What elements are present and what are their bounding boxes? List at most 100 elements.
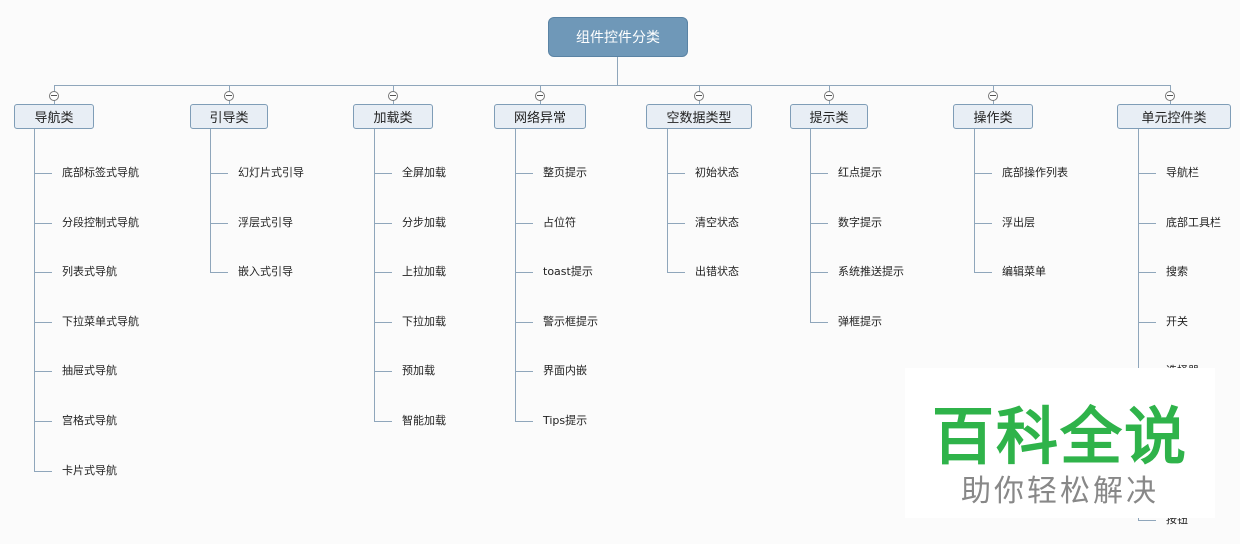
watermark-title: 百科全说: [931, 400, 1188, 473]
leaf-item[interactable]: 占位符: [543, 216, 576, 229]
leaf-item[interactable]: 分步加载: [402, 216, 446, 229]
leaf-branch-line: [974, 173, 992, 174]
leaf-branch-line: [1138, 520, 1156, 521]
collapse-icon[interactable]: [388, 91, 398, 101]
leaf-branch-line: [974, 223, 992, 224]
leaf-item[interactable]: 浮出层: [1002, 216, 1035, 229]
leaf-item[interactable]: Tips提示: [543, 414, 588, 427]
leaf-branch-line: [210, 223, 228, 224]
leaf-branch-line: [34, 223, 52, 224]
leaf-branch-line: [210, 173, 228, 174]
leaf-branch-line: [374, 223, 392, 224]
leaf-item[interactable]: 底部操作列表: [1002, 166, 1068, 179]
leaf-item[interactable]: 下拉加载: [402, 315, 446, 328]
leaf-branch-line: [34, 471, 52, 472]
leaf-branch-line: [374, 173, 392, 174]
leaf-item[interactable]: 列表式导航: [62, 265, 117, 278]
leaf-branch-line: [810, 173, 828, 174]
leaf-branch-line: [667, 223, 685, 224]
leaf-item[interactable]: 系统推送提示: [838, 265, 904, 278]
leaf-branch-line: [515, 322, 533, 323]
collapse-icon[interactable]: [694, 91, 704, 101]
collapse-icon[interactable]: [224, 91, 234, 101]
leaf-item[interactable]: 幻灯片式引导: [238, 166, 304, 179]
leaf-item[interactable]: 数字提示: [838, 216, 882, 229]
leaf-branch-line: [34, 322, 52, 323]
watermark: 百科全说 助你轻松解决: [905, 368, 1215, 518]
leaf-item[interactable]: 全屏加载: [402, 166, 446, 179]
leaf-item[interactable]: 浮层式引导: [238, 216, 293, 229]
leaf-item[interactable]: 警示框提示: [543, 315, 598, 328]
leaf-item[interactable]: 红点提示: [838, 166, 882, 179]
leaf-item[interactable]: toast提示: [543, 265, 593, 278]
leaf-branch-line: [1138, 272, 1156, 273]
category-trunk-line: [810, 129, 811, 322]
leaf-branch-line: [810, 223, 828, 224]
leaf-branch-line: [1138, 173, 1156, 174]
collapse-icon[interactable]: [1165, 91, 1175, 101]
leaf-item[interactable]: 预加载: [402, 364, 435, 377]
leaf-item[interactable]: 分段控制式导航: [62, 216, 139, 229]
leaf-branch-line: [374, 421, 392, 422]
category-trunk-line: [210, 129, 211, 273]
category-node[interactable]: 导航类: [14, 104, 94, 129]
category-trunk-line: [34, 129, 35, 471]
category-node[interactable]: 操作类: [953, 104, 1033, 129]
leaf-branch-line: [34, 421, 52, 422]
leaf-item[interactable]: 弹框提示: [838, 315, 882, 328]
leaf-item[interactable]: 智能加载: [402, 414, 446, 427]
category-trunk-line: [515, 129, 516, 421]
category-trunk-line: [667, 129, 668, 273]
category-trunk-line: [1138, 129, 1139, 521]
collapse-icon[interactable]: [49, 91, 59, 101]
leaf-item[interactable]: 界面内嵌: [543, 364, 587, 377]
leaf-branch-line: [34, 371, 52, 372]
leaf-item[interactable]: 底部标签式导航: [62, 166, 139, 179]
leaf-branch-line: [374, 272, 392, 273]
category-node[interactable]: 空数据类型: [646, 104, 752, 129]
leaf-branch-line: [374, 371, 392, 372]
leaf-item[interactable]: 初始状态: [695, 166, 739, 179]
category-node[interactable]: 单元控件类: [1117, 104, 1231, 129]
leaf-branch-line: [974, 272, 992, 273]
leaf-branch-line: [34, 173, 52, 174]
leaf-branch-line: [515, 272, 533, 273]
leaf-item[interactable]: 搜索: [1166, 265, 1188, 278]
leaf-item[interactable]: 嵌入式引导: [238, 265, 293, 278]
leaf-branch-line: [1138, 322, 1156, 323]
leaf-branch-line: [667, 272, 685, 273]
root-node[interactable]: 组件控件分类: [548, 17, 688, 57]
leaf-item[interactable]: 底部工具栏: [1166, 216, 1221, 229]
root-stem: [617, 57, 618, 85]
leaf-branch-line: [515, 223, 533, 224]
leaf-item[interactable]: 上拉加载: [402, 265, 446, 278]
leaf-item[interactable]: 卡片式导航: [62, 464, 117, 477]
leaf-branch-line: [210, 272, 228, 273]
leaf-branch-line: [810, 272, 828, 273]
leaf-item[interactable]: 宫格式导航: [62, 414, 117, 427]
category-trunk-line: [374, 129, 375, 421]
leaf-branch-line: [515, 173, 533, 174]
leaf-branch-line: [810, 322, 828, 323]
leaf-item[interactable]: 导航栏: [1166, 166, 1199, 179]
leaf-branch-line: [374, 322, 392, 323]
leaf-branch-line: [667, 173, 685, 174]
leaf-item[interactable]: 出错状态: [695, 265, 739, 278]
leaf-item[interactable]: 开关: [1166, 315, 1188, 328]
collapse-icon[interactable]: [824, 91, 834, 101]
leaf-branch-line: [515, 371, 533, 372]
leaf-item[interactable]: 整页提示: [543, 166, 587, 179]
category-node[interactable]: 网络异常: [494, 104, 586, 129]
category-node[interactable]: 加载类: [353, 104, 433, 129]
category-trunk-line: [974, 129, 975, 273]
category-node[interactable]: 引导类: [190, 104, 268, 129]
category-node[interactable]: 提示类: [790, 104, 868, 129]
leaf-item[interactable]: 清空状态: [695, 216, 739, 229]
leaf-item[interactable]: 抽屉式导航: [62, 364, 117, 377]
collapse-icon[interactable]: [988, 91, 998, 101]
leaf-item[interactable]: 编辑菜单: [1002, 265, 1046, 278]
collapse-icon[interactable]: [535, 91, 545, 101]
leaf-branch-line: [515, 421, 533, 422]
top-connector: [54, 85, 1170, 86]
leaf-item[interactable]: 下拉菜单式导航: [62, 315, 139, 328]
